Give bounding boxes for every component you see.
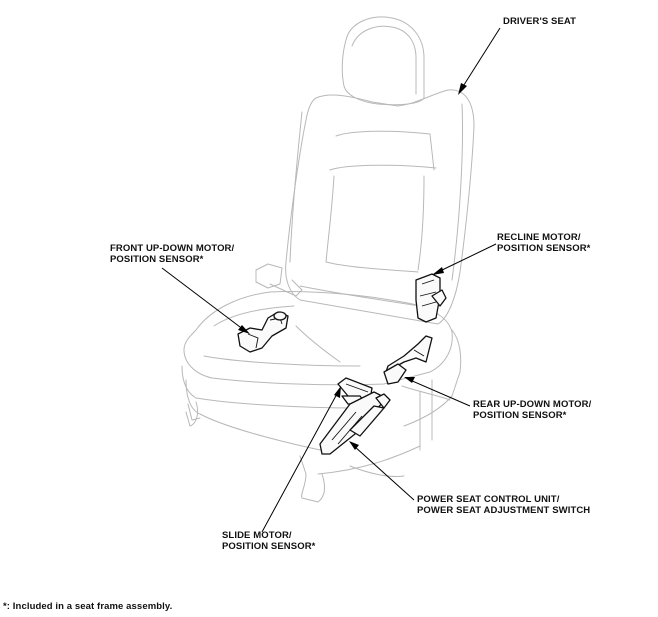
power-seat-control-part	[319, 391, 391, 455]
front-updown-motor-part	[237, 311, 289, 353]
label-recline-motor: RECLINE MOTOR/ POSITION SENSOR*	[497, 232, 591, 254]
leader-power-seat-control	[349, 441, 415, 501]
headrest-outline	[341, 16, 425, 106]
label-rear-updown-motor: REAR UP-DOWN MOTOR/ POSITION SENSOR*	[473, 399, 592, 421]
label-front-updown-motor: FRONT UP-DOWN MOTOR/ POSITION SENSOR*	[110, 243, 235, 265]
leader-front-updown	[161, 267, 250, 334]
label-power-seat-control: POWER SEAT CONTROL UNIT/ POWER SEAT ADJU…	[417, 494, 591, 516]
label-drivers-seat: DRIVER'S SEAT	[503, 16, 577, 27]
cushion-outline	[181, 290, 453, 415]
footnote: *: Included in a seat frame assembly.	[3, 601, 173, 612]
leader-slide-motor	[261, 386, 341, 533]
leader-drivers-seat	[458, 27, 501, 95]
seatback-outline	[285, 89, 475, 325]
buckle-outline	[255, 263, 303, 297]
recline-motor-part	[415, 273, 447, 323]
leader-recline-motor	[432, 243, 497, 275]
label-slide-motor: SLIDE MOTOR/ POSITION SENSOR*	[222, 530, 316, 552]
leader-rear-updown	[404, 377, 471, 407]
rear-updown-motor-part	[383, 335, 433, 385]
seat-frame-outline	[185, 329, 462, 503]
